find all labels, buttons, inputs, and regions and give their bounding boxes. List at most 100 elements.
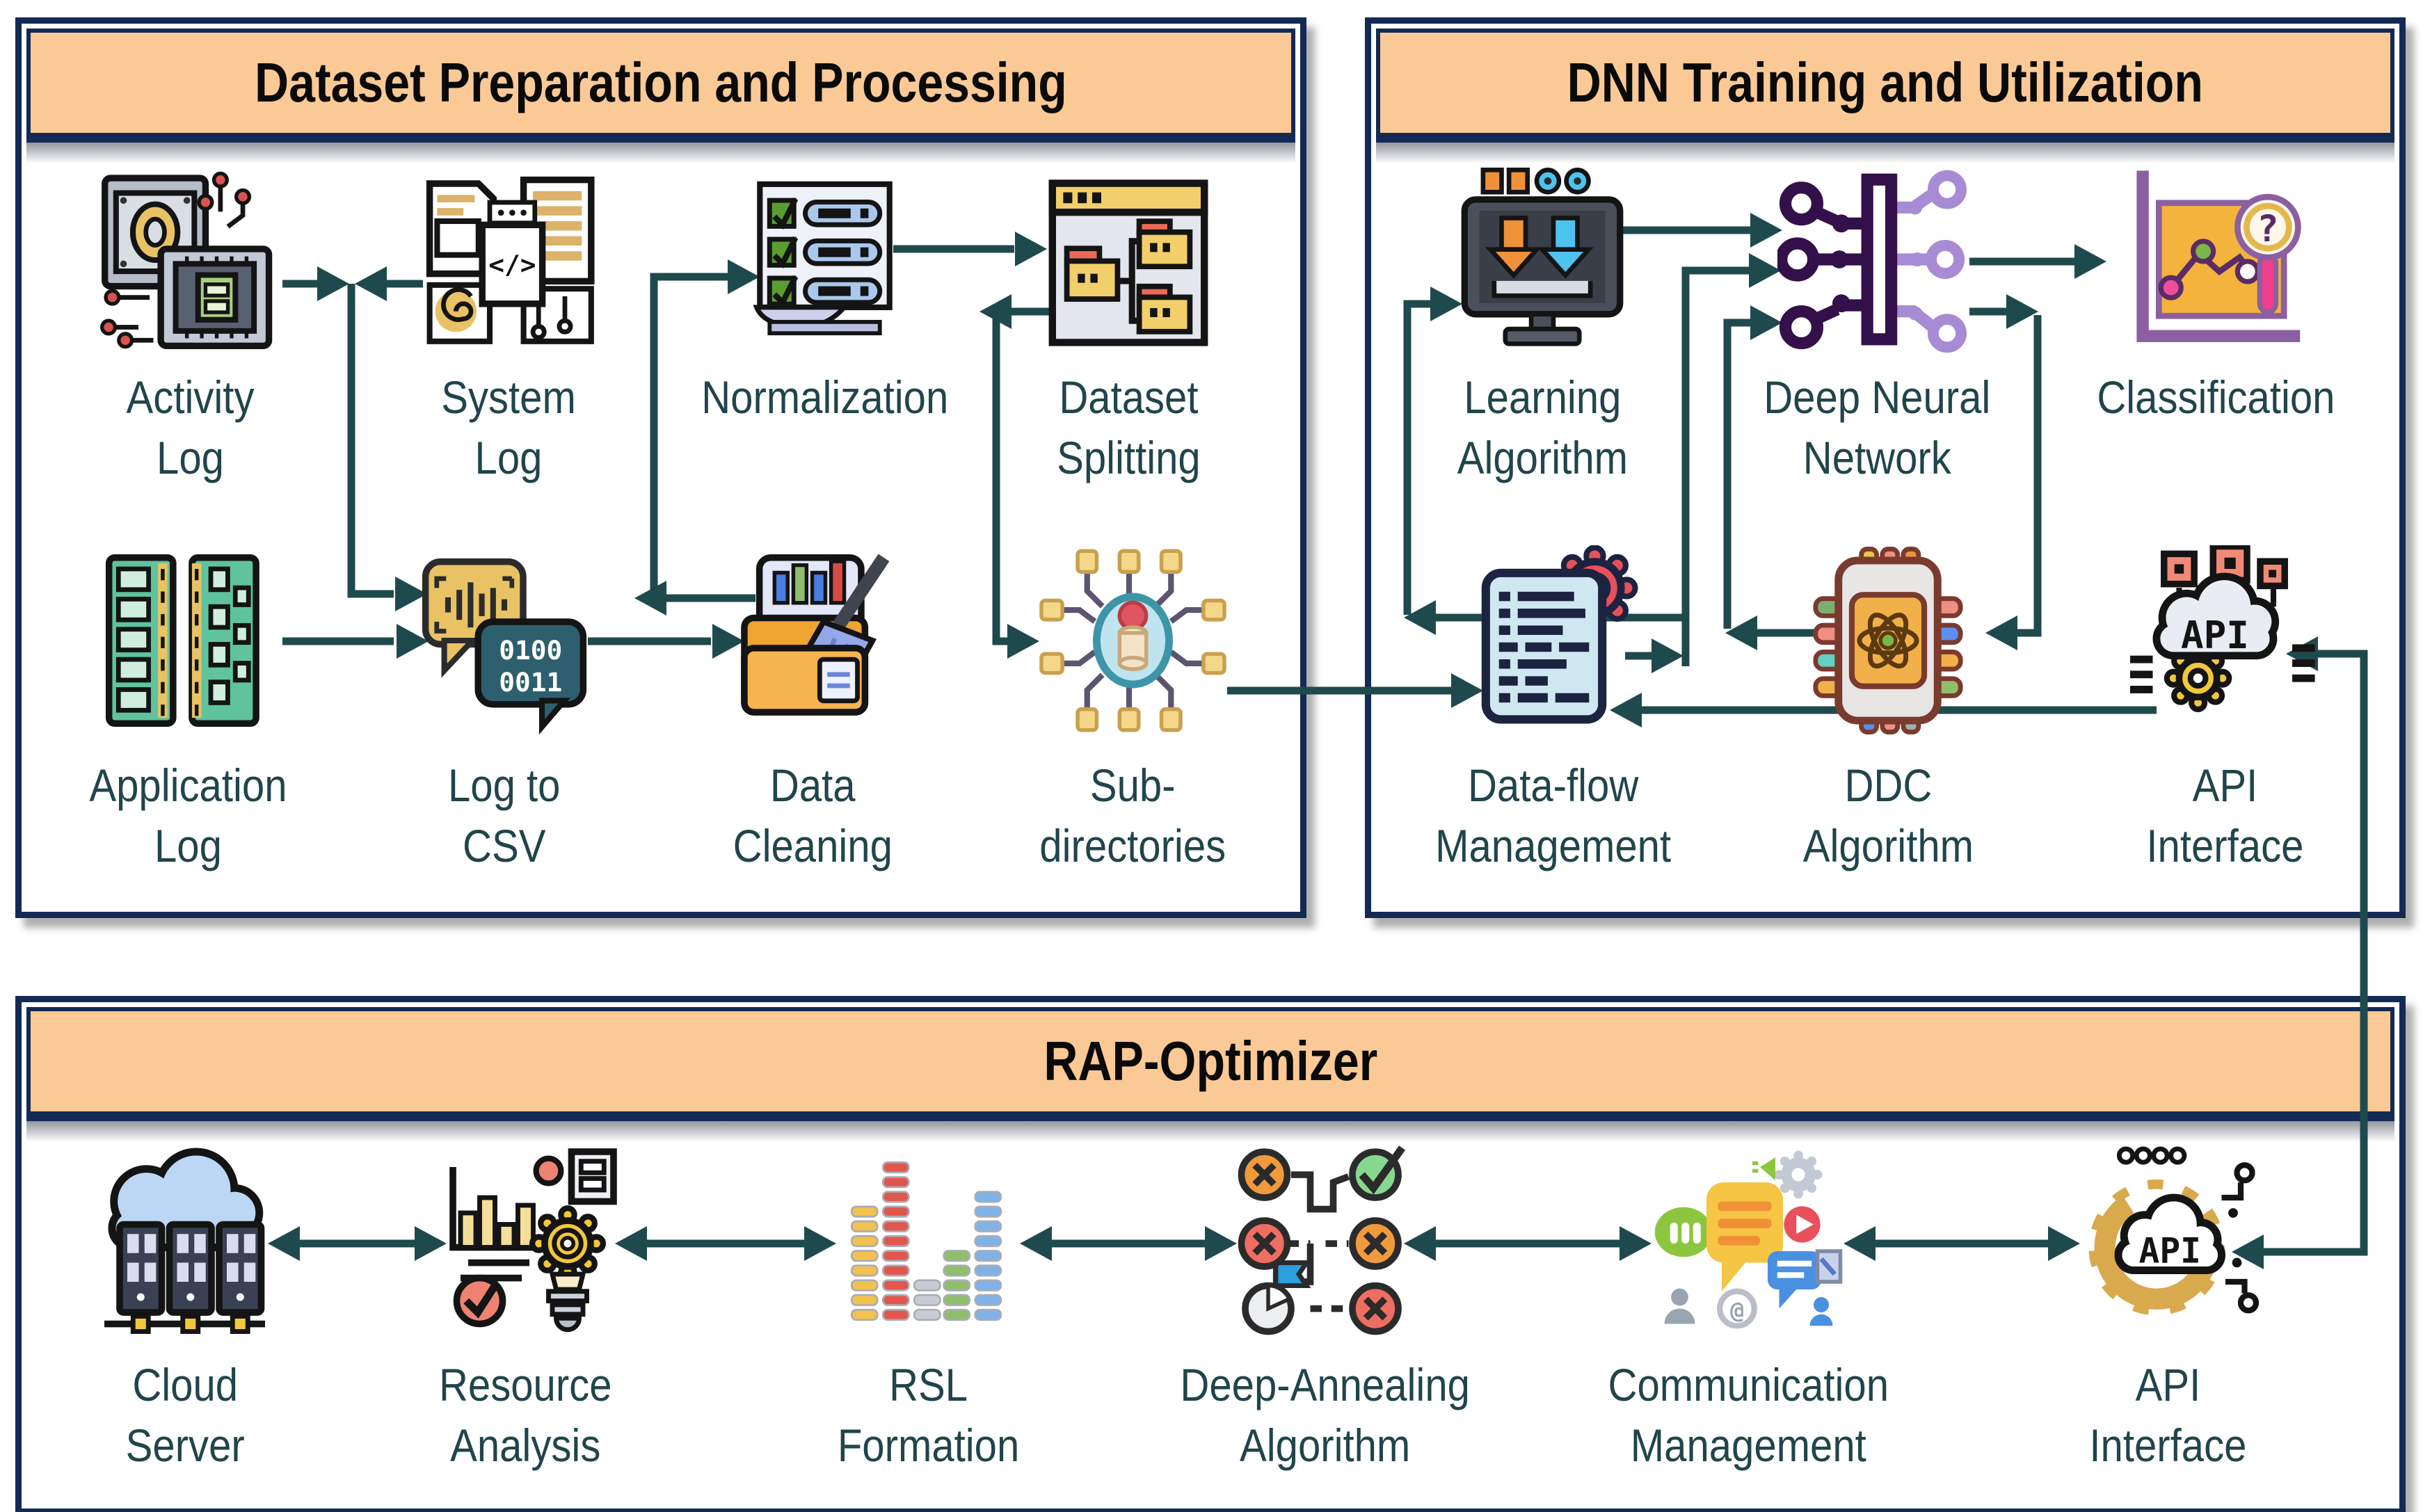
arrow-deep-annealing-communication [1404, 1226, 1652, 1261]
communication-management-icon: @ [1654, 1150, 1843, 1329]
arrow-data-cleaning-to-normalization [634, 259, 760, 616]
node-learning-algorithm [1450, 157, 1635, 360]
equalizer-columns [850, 1161, 1002, 1321]
dataset-splitting-icon [1048, 179, 1208, 346]
code-glyph: </> [488, 250, 536, 280]
arrow-system-to-junction [355, 266, 423, 301]
node-classification: ? [2112, 159, 2319, 360]
pins [1039, 549, 1226, 732]
data-cleaning-icon [741, 554, 890, 716]
node-cloud-server [86, 1144, 283, 1335]
label-ddc-algorithm: DDC Algorithm [1802, 759, 1974, 872]
circuit-traces [2221, 1182, 2248, 1294]
menu-bars [2130, 644, 2315, 693]
node-data-flow-management [1460, 545, 1647, 736]
node-communication-management: @ [1650, 1144, 1847, 1335]
header-shadow [1376, 143, 2394, 163]
node-rsl-formation [826, 1148, 1032, 1332]
label-system-log: System Log [441, 371, 576, 484]
label-deep-annealing: Deep-Annealing Algorithm [1180, 1359, 1471, 1472]
header-shadow [26, 1121, 2394, 1142]
normalization-icon [753, 181, 893, 336]
classification-icon: ? [2136, 170, 2301, 342]
arrow-rsl-formation-deep-annealing [1020, 1226, 1237, 1261]
node-resource-analysis [429, 1144, 622, 1335]
label-deep-neural-network: Deep Neural Network [1763, 371, 1991, 484]
arrow-data-flow-to-dnn [1625, 253, 1781, 673]
reply-chat-bubble [1768, 1251, 1821, 1309]
node-api-interface-dnn: API [2130, 545, 2319, 736]
deep-neural-network-icon [1777, 170, 1967, 353]
pin-traces [1060, 572, 1206, 709]
download-arrow-orange [1485, 216, 1542, 279]
api-glyph: API [2139, 1231, 2201, 1271]
download-arrow-blue [1537, 216, 1594, 279]
log-to-csv-icon: 0100 0011 [422, 558, 587, 735]
panel-title-rap-optimizer: RAP-Optimizer [1043, 1030, 1377, 1092]
node-api-interface-rap: API [2072, 1144, 2264, 1335]
label-activity-log: Activity Log [127, 371, 255, 484]
binary-bottom: 0011 [499, 667, 562, 698]
check-node-green [1349, 1145, 1405, 1201]
system-log-icon: </> [426, 176, 595, 344]
node-ddc-algorithm [1792, 545, 1984, 736]
question-glyph: ? [2257, 209, 2278, 250]
binary-top: 0100 [499, 635, 562, 666]
panel-header-dataset-preparation: Dataset Preparation and Processing [26, 29, 1295, 143]
label-data-cleaning: Data Cleaning [733, 759, 893, 872]
header-shadow [26, 143, 1295, 163]
arrow-dnn-to-classification [1969, 244, 2106, 279]
deep-annealing-icon [1238, 1145, 1405, 1335]
arrow-application-to-log-to-csv [282, 624, 429, 659]
gear-icon [1774, 1150, 1823, 1199]
magnifier: ? [2234, 193, 2301, 315]
label-sub-directories: Sub- directories [1039, 759, 1226, 872]
atom-icon [1857, 612, 1919, 669]
panel-title-dnn-training: DNN Training and Utilization [1567, 51, 2204, 113]
ram-stick-left [105, 554, 177, 727]
node-deep-neural-network [1777, 159, 1977, 360]
label-classification: Classification [2096, 371, 2335, 423]
learning-algorithm-icon [1461, 167, 1624, 346]
label-api-interface-rap: API Interface [2088, 1359, 2246, 1472]
bar-chart [458, 1195, 536, 1250]
label-normalization: Normalization [701, 371, 949, 423]
arrow-sub-directories-to-data-flow [1227, 673, 1483, 708]
arrow-cloud-server-resource-analysis [268, 1226, 447, 1261]
cloud-server-icon [104, 1148, 265, 1334]
node-deep-annealing [1224, 1144, 1419, 1335]
node-application-log [94, 545, 282, 736]
arrow-junction-to-log-to-csv [347, 284, 427, 611]
label-log-to-csv: Log to CSV [448, 759, 561, 872]
panel-header-dnn-training: DNN Training and Utilization [1376, 29, 2394, 143]
label-dataset-splitting: Dataset Splitting [1056, 371, 1201, 484]
top-dots [2116, 1146, 2187, 1165]
node-activity-log [97, 159, 284, 362]
data-flow-management-icon [1481, 545, 1638, 724]
panel-dataset-preparation: Dataset Preparation and Processing [15, 17, 1306, 918]
rsl-formation-icon [850, 1161, 1002, 1321]
api-glyph: API [2181, 613, 2249, 657]
node-normalization [744, 157, 906, 360]
network-nodes [130, 1314, 250, 1334]
main-chat-bubble [1706, 1182, 1783, 1292]
node-dataset-splitting [1034, 172, 1222, 353]
arrow-dataset-splitting-to-sub-directories [979, 294, 1050, 659]
application-log-icon [105, 554, 259, 727]
panel-header-rap-optimizer: RAP-Optimizer [26, 1007, 2394, 1121]
arrow-activity-to-junction [282, 266, 349, 301]
child-folder-bottom [1136, 283, 1193, 335]
label-rsl-formation: RSL Formation [838, 1359, 1020, 1472]
decision-paths [1287, 1171, 1350, 1312]
gear-bulb [529, 1205, 606, 1333]
arrow-resource-analysis-rsl-formation [615, 1226, 836, 1261]
label-cloud-server: Cloud Server [125, 1359, 245, 1472]
binary-bubble: 0100 0011 [474, 618, 587, 735]
label-learning-algorithm: Learning Algorithm [1457, 371, 1628, 484]
x-node-red-bottom [1349, 1282, 1402, 1335]
node-data-cleaning [718, 545, 906, 736]
child-folder-top [1136, 218, 1193, 270]
label-application-log: Application Log [88, 759, 287, 872]
